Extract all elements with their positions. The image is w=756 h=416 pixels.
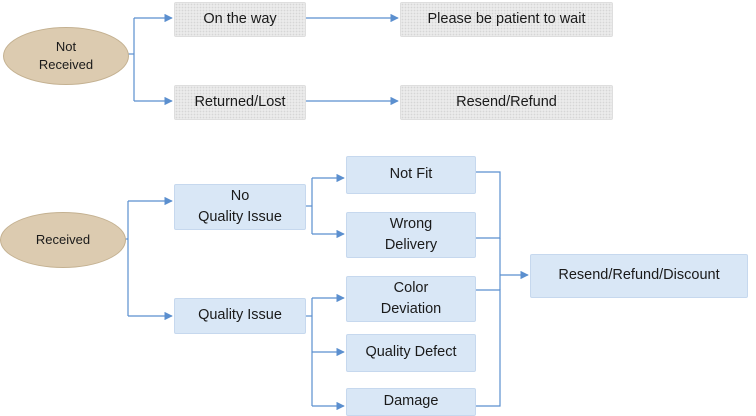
connector-upper-merge [474, 171, 501, 239]
wrong-delivery-node: Wrong Delivery [346, 212, 476, 258]
quality-issue-node: Quality Issue [174, 298, 306, 334]
on-the-way-node: On the way [174, 2, 306, 37]
returned-lost-node: Returned/Lost [174, 85, 306, 120]
resend-refund-node: Resend/Refund [400, 85, 613, 120]
quality-defect-node: Quality Defect [346, 334, 476, 372]
no-quality-issue-node: No Quality Issue [174, 184, 306, 230]
connector-lower-merge [474, 289, 501, 407]
damage-node: Damage [346, 388, 476, 416]
resolution-node: Resend/Refund/Discount [530, 254, 748, 298]
not-received-node: Not Received [3, 27, 129, 85]
received-node: Received [0, 212, 126, 268]
color-deviation-node: Color Deviation [346, 276, 476, 322]
not-fit-node: Not Fit [346, 156, 476, 194]
please-wait-node: Please be patient to wait [400, 2, 613, 37]
